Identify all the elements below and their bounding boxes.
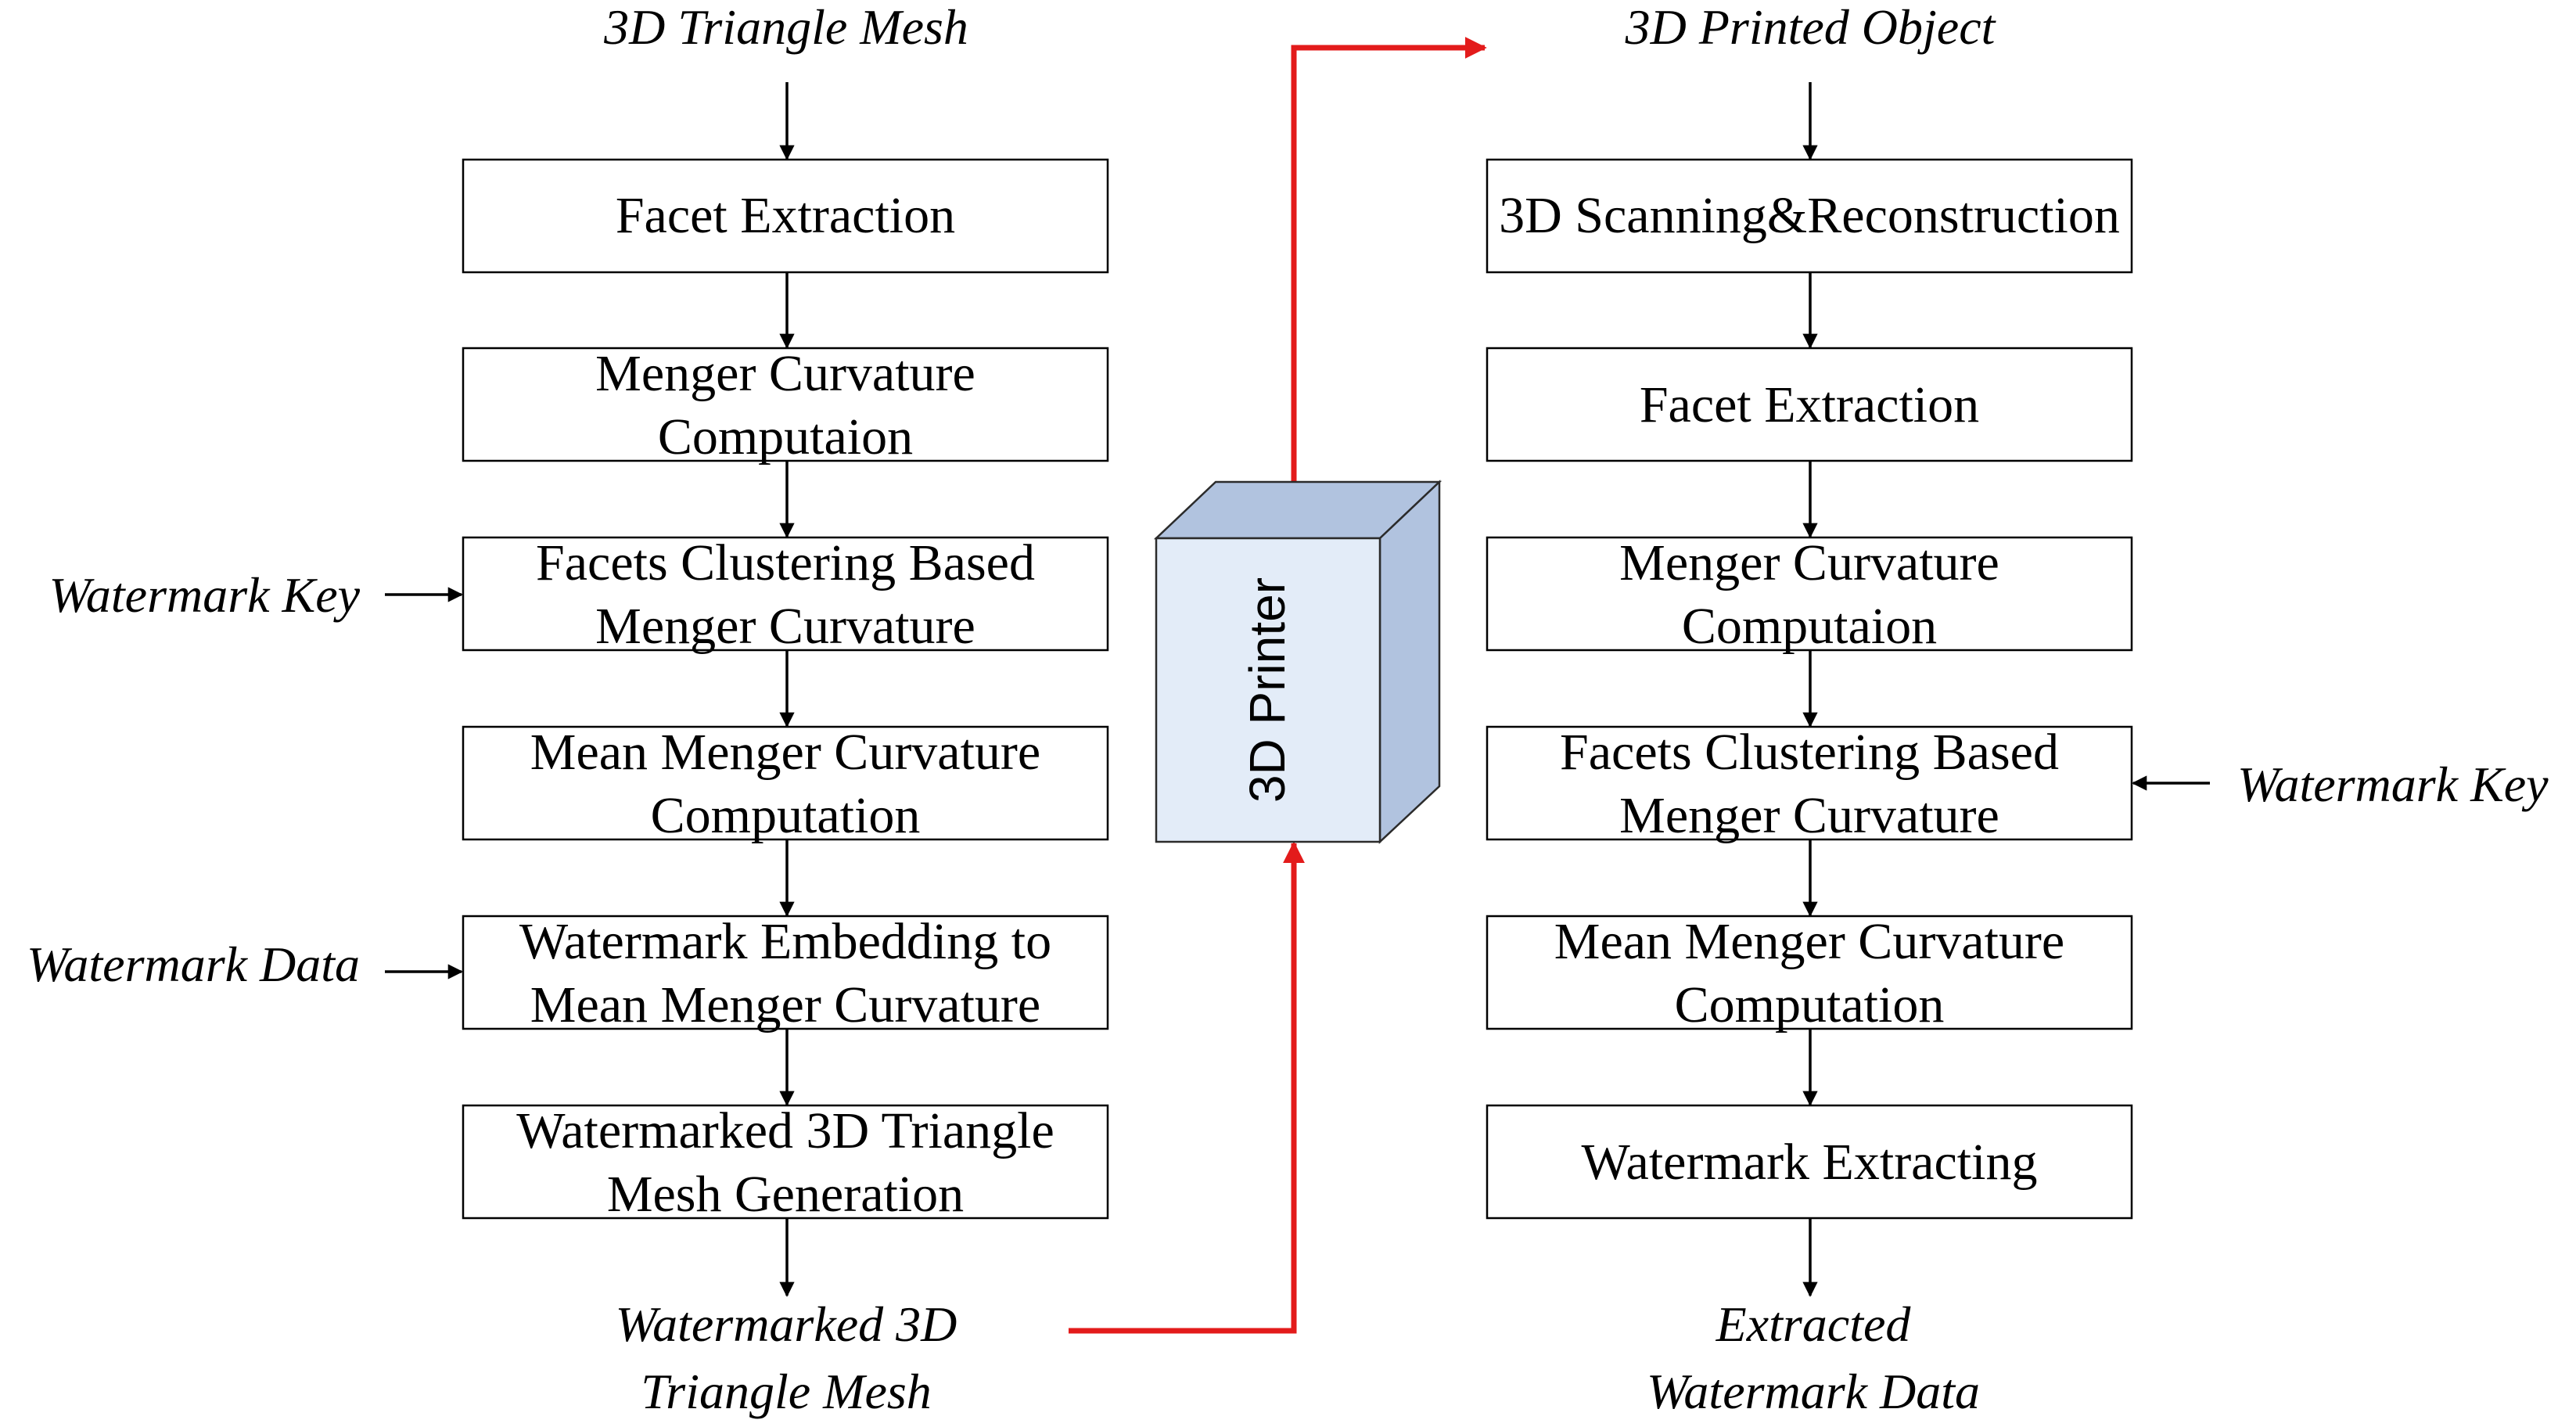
svg-text:Watermark Extracting: Watermark Extracting <box>1582 1134 2038 1191</box>
svg-text:Facets Clustering Based: Facets Clustering Based <box>1560 724 2059 781</box>
right-input-line-1: 3D Printed Object <box>1625 0 1997 55</box>
printer-front-face <box>1155 537 1381 843</box>
right-side-key-label: Watermark Key <box>2237 757 2549 812</box>
svg-text:Watermark Embedding to: Watermark Embedding to <box>519 913 1051 970</box>
right-side-key-line-1: Watermark Key <box>2237 757 2549 812</box>
right-output-label: Extracted Watermark Data <box>1647 1296 1980 1419</box>
svg-text:Mean Menger Curvature: Mean Menger Curvature <box>530 976 1040 1033</box>
left-output-line-1: Watermarked 3D <box>616 1296 957 1352</box>
left-step-menger-curvature: Menger Curvature Computaion <box>462 345 1109 465</box>
right-step-2-line-1: Facet Extraction <box>1640 376 1979 433</box>
left-step-5-line-1: Watermark Embedding to <box>519 913 1051 970</box>
right-step-4-line-2: Menger Curvature <box>1619 787 1999 844</box>
left-step-mean-menger: Mean Menger Curvature Computation <box>462 724 1109 844</box>
right-step-watermark-extracting: Watermark Extracting <box>1486 1104 2133 1220</box>
left-step-watermark-embedding: Watermark Embedding to Mean Menger Curva… <box>462 913 1109 1033</box>
svg-text:Facets Clustering Based: Facets Clustering Based <box>536 534 1035 591</box>
svg-text:Mean Menger Curvature: Mean Menger Curvature <box>1554 913 2064 970</box>
left-input-label: 3D Triangle Mesh <box>603 0 968 55</box>
svg-text:Watermark Key: Watermark Key <box>49 567 360 623</box>
printer-box-icon: 3D Printer <box>1153 480 1442 844</box>
printer-label: 3D Printer <box>1239 577 1295 803</box>
right-step-1-line-1: 3D Scanning&Reconstruction <box>1499 187 2120 244</box>
svg-text:Watermark Data: Watermark Data <box>1647 1364 1980 1419</box>
left-step-5-line-2: Mean Menger Curvature <box>530 976 1040 1033</box>
svg-text:Watermark Data: Watermark Data <box>27 936 360 992</box>
left-input-line-1: 3D Triangle Mesh <box>603 0 968 55</box>
left-side-data-label: Watermark Data <box>27 936 360 992</box>
svg-text:Mean Menger Curvature: Mean Menger Curvature <box>530 724 1040 781</box>
svg-text:3D Printed Object: 3D Printed Object <box>1625 0 1997 55</box>
right-step-6-line-1: Watermark Extracting <box>1582 1134 2038 1191</box>
right-step-facet-extraction: Facet Extraction <box>1486 347 2133 462</box>
left-step-facets-clustering: Facets Clustering Based Menger Curvature <box>462 534 1109 655</box>
svg-text:3D Scanning&Reconstruction: 3D Scanning&Reconstruction <box>1499 187 2120 244</box>
svg-text:Menger Curvature: Menger Curvature <box>1619 787 1999 844</box>
svg-text:Facet Extraction: Facet Extraction <box>1640 376 1979 433</box>
right-output-line-2: Watermark Data <box>1647 1364 1980 1419</box>
svg-text:Mesh Generation: Mesh Generation <box>607 1166 964 1223</box>
left-step-3-line-2: Menger Curvature <box>595 598 975 655</box>
svg-text:3D Triangle Mesh: 3D Triangle Mesh <box>603 0 968 55</box>
right-step-5-line-1: Mean Menger Curvature <box>1554 913 2064 970</box>
left-step-3-line-1: Facets Clustering Based <box>536 534 1035 591</box>
right-input-label: 3D Printed Object <box>1625 0 1997 55</box>
svg-text:3D Printer: 3D Printer <box>1239 577 1295 803</box>
left-step-1-line-1: Facet Extraction <box>616 187 955 244</box>
svg-text:Computation: Computation <box>1675 976 1945 1033</box>
right-step-3-line-1: Menger Curvature <box>1619 534 1999 591</box>
svg-text:Computation: Computation <box>651 787 921 844</box>
left-step-4-line-2: Computation <box>651 787 921 844</box>
left-column: 3D Triangle Mesh Facet Extraction Menger… <box>27 0 1109 1419</box>
left-step-6-line-1: Watermarked 3D Triangle <box>516 1102 1054 1159</box>
right-step-5-line-2: Computation <box>1675 976 1945 1033</box>
left-step-facet-extraction: Facet Extraction <box>462 158 1109 274</box>
right-output-line-1: Extracted <box>1716 1296 1912 1352</box>
left-step-4-line-1: Mean Menger Curvature <box>530 724 1040 781</box>
svg-text:Watermark Key: Watermark Key <box>2237 757 2549 812</box>
red-path-to-printer <box>1069 841 1305 1334</box>
left-step-6-line-2: Mesh Generation <box>607 1166 964 1223</box>
svg-text:Menger Curvature: Menger Curvature <box>595 345 975 402</box>
svg-text:Menger Curvature: Menger Curvature <box>1619 534 1999 591</box>
left-output-line-2: Triangle Mesh <box>641 1364 932 1419</box>
svg-text:Computaion: Computaion <box>658 408 913 465</box>
svg-text:Watermarked 3D: Watermarked 3D <box>616 1296 957 1352</box>
left-side-key-label: Watermark Key <box>49 567 360 623</box>
right-step-4-line-1: Facets Clustering Based <box>1560 724 2059 781</box>
svg-text:Computaion: Computaion <box>1682 598 1937 655</box>
svg-text:Watermarked 3D Triangle: Watermarked 3D Triangle <box>516 1102 1054 1159</box>
left-side-data-line-1: Watermark Data <box>27 936 360 992</box>
left-step-mesh-generation: Watermarked 3D Triangle Mesh Generation <box>462 1102 1109 1223</box>
left-step-2-line-2: Computaion <box>658 408 913 465</box>
red-path-to-printed-object <box>1291 37 1487 483</box>
svg-text:Menger Curvature: Menger Curvature <box>595 598 975 655</box>
svg-text:Triangle Mesh: Triangle Mesh <box>641 1364 932 1419</box>
right-step-facets-clustering: Facets Clustering Based Menger Curvature <box>1486 724 2133 844</box>
right-step-menger-curvature: Menger Curvature Computaion <box>1486 534 2133 655</box>
right-column: 3D Printed Object 3D Scanning&Reconstruc… <box>1486 0 2549 1419</box>
left-step-2-line-1: Menger Curvature <box>595 345 975 402</box>
left-side-key-line-1: Watermark Key <box>49 567 360 623</box>
printer-side-face <box>1378 480 1441 844</box>
right-step-3-line-2: Computaion <box>1682 598 1937 655</box>
svg-text:Facet Extraction: Facet Extraction <box>616 187 955 244</box>
svg-text:Extracted: Extracted <box>1716 1296 1912 1352</box>
right-step-mean-menger: Mean Menger Curvature Computation <box>1486 913 2133 1033</box>
left-output-label: Watermarked 3D Triangle Mesh <box>616 1296 957 1419</box>
right-step-scanning: 3D Scanning&Reconstruction <box>1486 158 2133 274</box>
